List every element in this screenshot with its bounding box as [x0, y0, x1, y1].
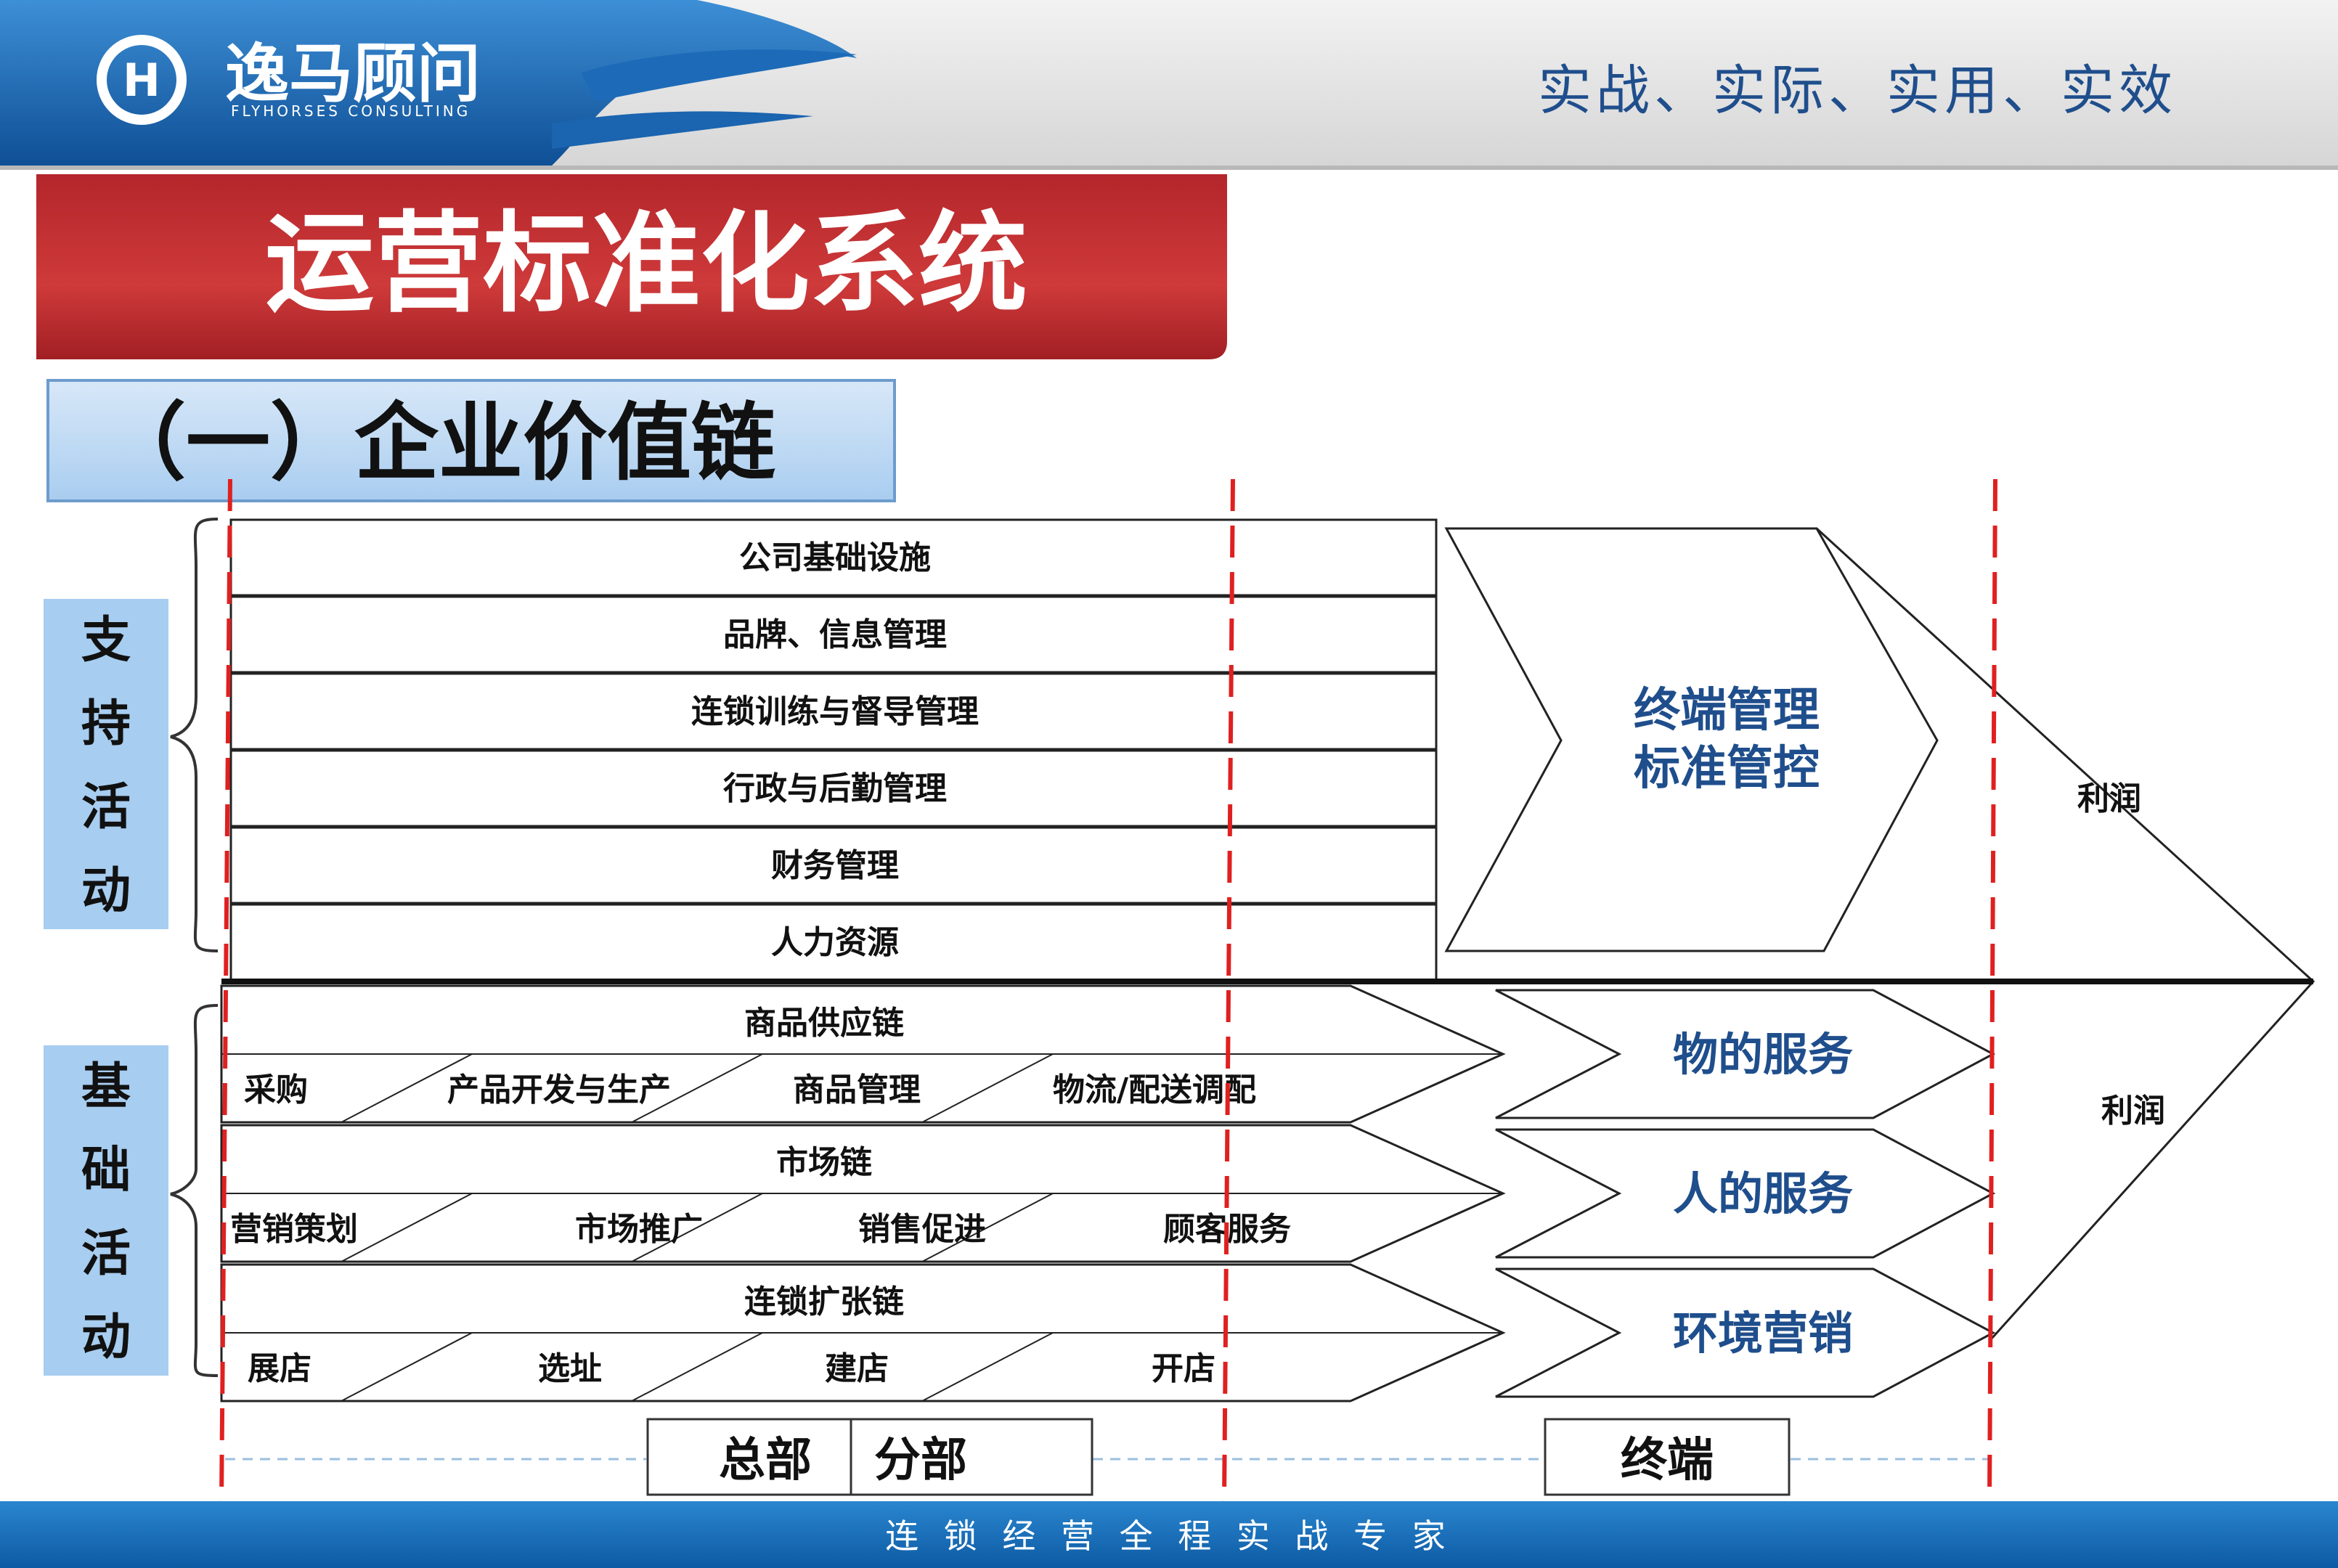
support-row: 人力资源 — [229, 903, 1438, 981]
title-bg — [36, 174, 1227, 359]
step-separator — [631, 1053, 763, 1123]
profit-label-lower: 利润 — [2101, 1093, 2165, 1130]
support-row-box — [229, 518, 1438, 597]
support-row-box — [229, 749, 1438, 828]
step-separator — [341, 1193, 473, 1262]
subtitle-bg — [46, 379, 896, 502]
support-row-label: 连锁训练与督导管理 — [691, 693, 979, 730]
terminal-line2: 标准管控 — [1634, 742, 1820, 796]
service-chevron — [1495, 1267, 1996, 1398]
branch-label: 分部 — [874, 1434, 967, 1487]
chain-step: 销售促进 — [858, 1211, 986, 1248]
subtitle-box: （一）企业价值链 — [46, 379, 896, 502]
terminal-label: 终端 — [1621, 1434, 1714, 1487]
title-banner: 运营标准化系统 — [36, 174, 1227, 359]
support-row-label: 行政与后勤管理 — [723, 770, 947, 807]
side-label-primary: 基础活动 — [44, 1045, 168, 1376]
step-separator — [631, 1332, 763, 1402]
chain-step: 采购 — [244, 1071, 308, 1108]
service-chevron — [1495, 1128, 1996, 1259]
support-row: 行政与后勤管理 — [229, 749, 1438, 828]
support-row-label: 公司基础设施 — [739, 539, 931, 576]
support-row-box — [229, 595, 1438, 674]
support-brace — [170, 518, 219, 952]
terminal-chevron: 终端管理 标准管控 — [1444, 527, 1939, 952]
chain-name: 市场链 — [776, 1144, 872, 1181]
logo-wave — [581, 49, 857, 102]
red-dashed-dividers — [219, 478, 1997, 1502]
chain-step: 产品开发与生产 — [447, 1071, 671, 1108]
red-divider-2 — [1222, 478, 1235, 1502]
chain-step: 商品管理 — [793, 1071, 921, 1108]
location-labels: 总部 分部 终端 — [225, 1418, 1989, 1496]
support-row-box — [229, 672, 1438, 751]
support-row: 公司基础设施 — [229, 518, 1438, 597]
terminal-line1: 终端管理 — [1634, 684, 1820, 738]
step-separator — [631, 1193, 763, 1262]
red-divider-3 — [1987, 478, 1997, 1502]
header: H 逸马顾问 FLYHORSES CONSULTING 实战、实际、实用、实效 — [0, 0, 2338, 170]
support-row-label: 人力资源 — [771, 924, 899, 961]
support-row: 连锁训练与督导管理 — [229, 672, 1438, 751]
service-label: 物的服务 — [1673, 1028, 1853, 1081]
hq-label: 总部 — [719, 1434, 812, 1487]
primary-brace — [170, 1004, 219, 1377]
service-chevron — [1495, 989, 1996, 1119]
logo-subtext: FLYHORSES CONSULTING — [231, 102, 471, 120]
support-label-bg — [44, 599, 168, 929]
support-label: 支持活动 — [81, 612, 131, 920]
page-title: 运营标准化系统 — [265, 201, 1027, 327]
terminal-chevron-shape — [1444, 527, 1939, 952]
footer-text: 连 锁 经 营 全 程 实 战 专 家 — [885, 1516, 1453, 1556]
support-row-label: 品牌、信息管理 — [723, 616, 947, 653]
chain-step: 选址 — [538, 1350, 602, 1387]
header-divider — [0, 166, 2338, 170]
red-divider-1 — [219, 478, 232, 1502]
support-row: 品牌、信息管理 — [229, 595, 1438, 674]
profit-label-upper: 利润 — [2077, 780, 2141, 817]
slogan: 实战、实际、实用、实效 — [1538, 60, 2177, 122]
step-separator — [921, 1193, 1054, 1262]
footer: 连 锁 经 营 全 程 实 战 专 家 — [0, 1501, 2338, 1568]
step-separator — [921, 1332, 1054, 1402]
support-row-label: 财务管理 — [771, 847, 899, 884]
chain-step: 建店 — [825, 1350, 889, 1387]
primary-label: 基础活动 — [81, 1058, 131, 1366]
hq-branch-box — [646, 1418, 1093, 1496]
chain-step: 营销策划 — [230, 1211, 358, 1248]
chain-name: 连锁扩张链 — [744, 1283, 904, 1320]
logo-wave-2 — [552, 111, 813, 149]
primary-label-bg — [44, 1045, 168, 1376]
logo-icon-letter: H — [123, 54, 160, 107]
support-row-box — [229, 826, 1438, 905]
service-label: 人的服务 — [1673, 1167, 1853, 1220]
subtitle: （一）企业价值链 — [102, 394, 775, 492]
step-separator — [341, 1332, 473, 1402]
step-separator — [921, 1053, 1054, 1123]
logo-text: 逸马顾问 — [225, 36, 481, 111]
terminal-box — [1544, 1418, 1791, 1496]
chain-step: 展店 — [248, 1350, 311, 1387]
service-label: 环境营销 — [1673, 1307, 1853, 1360]
support-row: 财务管理 — [229, 826, 1438, 905]
chain-step: 物流/配送调配 — [1053, 1071, 1256, 1108]
chain: 市场链营销策划市场推广销售促进顾客服务人的服务 — [220, 1124, 1996, 1263]
side-label-support: 支持活动 — [44, 599, 168, 929]
logo-banner — [0, 0, 857, 166]
footer-bg — [0, 1501, 2338, 1568]
logo-icon — [97, 35, 187, 125]
chain-step: 市场推广 — [575, 1211, 703, 1248]
chain-name: 商品供应链 — [744, 1005, 904, 1042]
chain-step: 开店 — [1152, 1350, 1215, 1387]
step-separator — [341, 1053, 473, 1123]
